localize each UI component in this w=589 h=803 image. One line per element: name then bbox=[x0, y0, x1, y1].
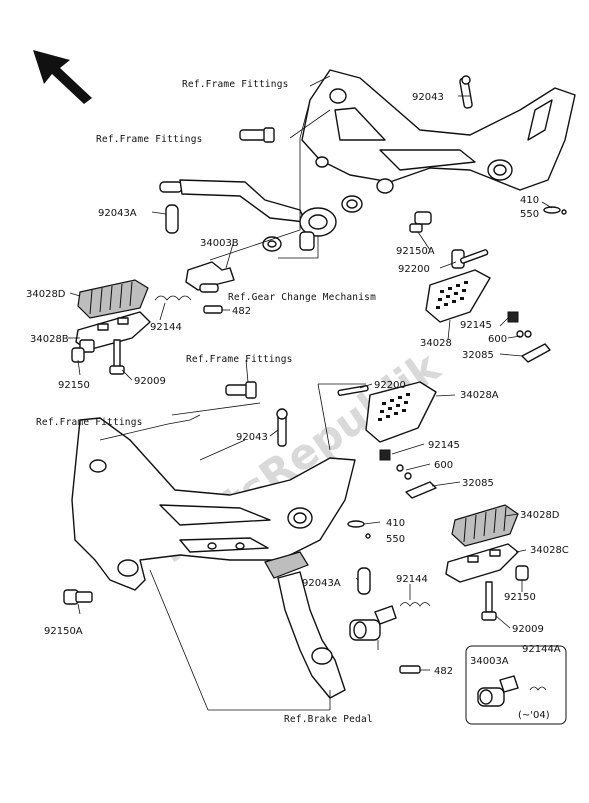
lever-34003b bbox=[185, 261, 235, 293]
part-label: 92009 bbox=[134, 376, 166, 387]
part-label: 550 bbox=[520, 209, 539, 220]
part-label: 92200 bbox=[398, 264, 430, 275]
part-label: 92150 bbox=[504, 592, 536, 603]
spring-set-top bbox=[507, 311, 551, 363]
part-label: 92144 bbox=[150, 322, 182, 333]
part-label: 34028D bbox=[520, 510, 560, 521]
ref-gear-change-label: Ref.Gear Change Mechanism bbox=[228, 292, 376, 303]
left-footrest-bracket bbox=[71, 417, 356, 591]
bolt-92150-left bbox=[71, 347, 85, 363]
part-label: 32085 bbox=[462, 478, 494, 489]
pin-92043a-left bbox=[165, 204, 179, 234]
bolt-92150-right bbox=[515, 565, 529, 581]
part-label: 482 bbox=[232, 306, 251, 317]
part-label: 92144A bbox=[522, 644, 561, 655]
ref-frame-fittings-label-4: Ref.Frame Fittings bbox=[36, 417, 143, 428]
right-footrest-bracket bbox=[301, 69, 576, 194]
plate-482-top bbox=[203, 305, 223, 314]
part-label: 550 bbox=[386, 534, 405, 545]
part-label: 410 bbox=[520, 195, 539, 206]
lever-lower bbox=[349, 605, 397, 641]
bolt-92150a-top bbox=[409, 211, 432, 233]
brake-pedal bbox=[264, 551, 346, 699]
part-label: 34028D bbox=[26, 289, 66, 300]
part-label: 32085 bbox=[462, 350, 494, 361]
footpeg-34028 bbox=[425, 249, 491, 323]
part-label: 410 bbox=[386, 518, 405, 529]
part-label: 600 bbox=[488, 334, 507, 345]
spring-92144-left bbox=[154, 295, 192, 301]
part-label: 34003A bbox=[470, 656, 509, 667]
part-label: 92150A bbox=[44, 626, 83, 637]
bolt-92150a-bottom bbox=[63, 589, 93, 605]
ref-frame-fittings-label-1: Ref.Frame Fittings bbox=[182, 79, 289, 90]
part-label: 92043 bbox=[412, 92, 444, 103]
plate-482-bottom bbox=[399, 665, 421, 674]
part-label: 92043 bbox=[236, 432, 268, 443]
part-label: 34028A bbox=[460, 390, 499, 401]
part-label: 600 bbox=[434, 460, 453, 471]
part-label: 34028C bbox=[530, 545, 569, 556]
footrest-34028c bbox=[445, 543, 519, 583]
part-label: 34028 bbox=[420, 338, 452, 349]
ref-brake-pedal-label: Ref.Brake Pedal bbox=[284, 714, 373, 725]
pin-92043-mid bbox=[276, 408, 288, 447]
part-label: 92009 bbox=[512, 624, 544, 635]
gear-change-pedal bbox=[159, 179, 363, 252]
part-label: 92043A bbox=[302, 578, 341, 589]
part-label: 92145 bbox=[428, 440, 460, 451]
leader-lines bbox=[68, 75, 553, 711]
pin-92043a-bottom bbox=[357, 567, 371, 595]
part-label: 482 bbox=[434, 666, 453, 677]
part-label: 92150 bbox=[58, 380, 90, 391]
inset-note: (~'04) bbox=[518, 710, 550, 721]
part-label: 92145 bbox=[460, 320, 492, 331]
ref-frame-fittings-label-3: Ref.Frame Fittings bbox=[186, 354, 293, 365]
pin-92200-top bbox=[460, 249, 489, 264]
pin-92043-top bbox=[459, 75, 567, 215]
footpeg-34028a bbox=[365, 381, 437, 443]
bolt-92009-left bbox=[109, 339, 125, 375]
bolt-frame-fittings-mid bbox=[225, 381, 257, 399]
inset-box bbox=[465, 645, 567, 725]
bolt-frame-fittings-top bbox=[239, 127, 275, 143]
direction-arrow-icon bbox=[33, 50, 92, 104]
ref-frame-fittings-label-2: Ref.Frame Fittings bbox=[96, 134, 203, 145]
part-label: 92144 bbox=[396, 574, 428, 585]
footrest-rubber-34028d-left bbox=[77, 279, 149, 319]
part-label: 92200 bbox=[374, 380, 406, 391]
part-label: 92150A bbox=[396, 246, 435, 257]
part-label: 92043A bbox=[98, 208, 137, 219]
part-label: 34003B bbox=[200, 238, 239, 249]
part-label: 34028B bbox=[30, 334, 69, 345]
footrest-34028b bbox=[75, 311, 151, 353]
spring-92144-bottom bbox=[399, 602, 431, 607]
bolt-92009-right bbox=[481, 581, 497, 621]
spring-set-mid bbox=[379, 449, 437, 499]
footrest-rubber-34028d-right bbox=[451, 504, 519, 547]
